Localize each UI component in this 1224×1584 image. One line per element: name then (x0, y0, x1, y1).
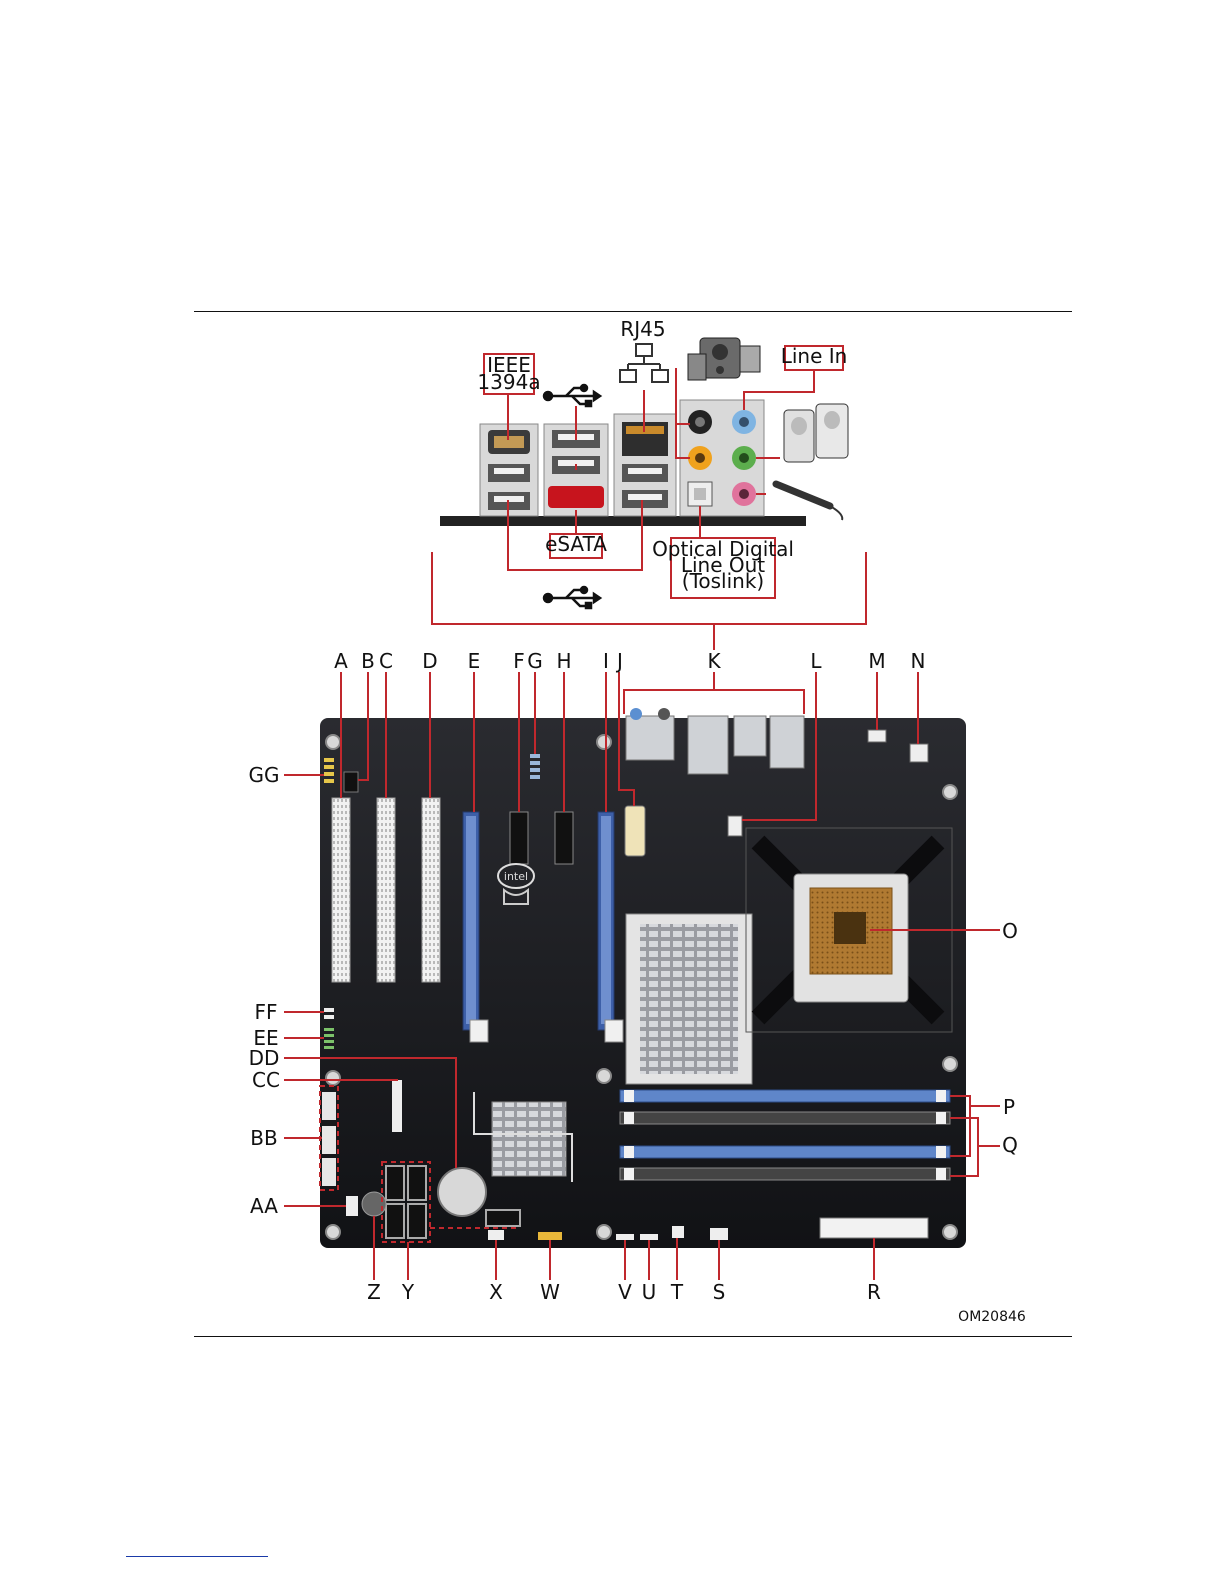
callout-s: S (713, 1280, 726, 1304)
callout-v: V (618, 1280, 632, 1304)
callout-ff: FF (254, 1000, 277, 1024)
callout-i: I (603, 649, 609, 673)
callout-ee: EE (253, 1026, 278, 1050)
optical-label-line3: (Toslink) (682, 569, 764, 593)
network-icon (620, 344, 668, 382)
callout-e: E (468, 649, 481, 673)
callout-b: B (361, 649, 375, 673)
line-in-label: Line In (781, 344, 848, 368)
usb-icon (544, 385, 600, 406)
callout-l: L (810, 649, 822, 673)
stereo-speakers-icon (784, 404, 848, 462)
callout-j: J (615, 649, 623, 673)
surround-speakers-icon (688, 338, 760, 380)
rj45-label: RJ45 (620, 317, 665, 341)
svg-text:intel: intel (504, 870, 528, 883)
callout-cc: CC (252, 1068, 280, 1092)
back-panel-io: IEEE 1394a RJ45 Line In eSATA Optical Di… (432, 317, 866, 650)
microphone-icon (776, 484, 842, 520)
callout-z: Z (367, 1280, 381, 1304)
usb-icon (544, 587, 600, 608)
callout-y: Y (401, 1280, 415, 1304)
motherboard: intel (320, 708, 966, 1248)
callout-aa: AA (250, 1194, 278, 1218)
callout-h: H (556, 649, 571, 673)
ieee1394a-label-line2: 1394a (477, 370, 540, 394)
callout-n: N (911, 649, 926, 673)
callout-x: X (489, 1280, 503, 1304)
callout-p: P (1003, 1095, 1015, 1119)
callout-a: A (334, 649, 348, 673)
callout-g: G (527, 649, 543, 673)
callout-t: T (670, 1280, 684, 1304)
callout-gg: GG (249, 763, 280, 787)
callout-k: K (707, 649, 721, 673)
callout-bb: BB (250, 1126, 277, 1150)
callout-o: O (1002, 919, 1018, 943)
figure-id: OM20846 (958, 1309, 1026, 1325)
callout-f: F (513, 649, 525, 673)
callout-u: U (642, 1280, 657, 1304)
callout-m: M (868, 649, 885, 673)
callout-d: D (422, 649, 437, 673)
callout-c: C (379, 649, 393, 673)
esata-label: eSATA (545, 532, 607, 556)
callout-r: R (867, 1280, 881, 1304)
callout-q: Q (1002, 1133, 1018, 1157)
callout-w: W (540, 1280, 560, 1304)
